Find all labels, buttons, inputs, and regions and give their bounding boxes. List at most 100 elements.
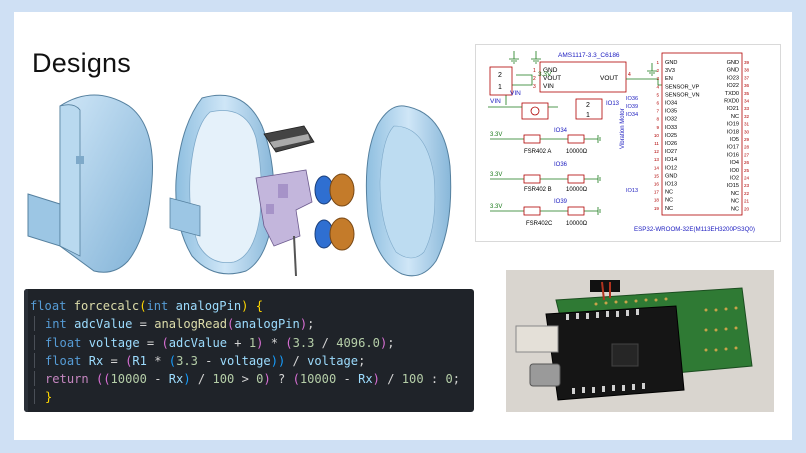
- esp32-module: IO36 IO39 IO34 IO13 GND3V3ENSENSOR_VPSEN…: [626, 52, 755, 233]
- mcu-pin-number: 34: [744, 99, 750, 104]
- svg-text:3.3V: 3.3V: [490, 172, 502, 178]
- mcu-pin-label: IO18: [727, 129, 739, 135]
- mcu-pin-number: 32: [744, 114, 750, 119]
- mcu-pin-number: 17: [654, 190, 660, 195]
- mcu-pin-label: IO2: [730, 176, 739, 182]
- mcu-pin-number: 33: [744, 106, 750, 111]
- mcu-pin-number: 1: [656, 60, 659, 65]
- mcu-pin-label: TXD0: [725, 91, 739, 97]
- mcu-pin-number: 24: [744, 176, 750, 181]
- mcu-pin-label: IO13: [665, 182, 677, 188]
- mcu-pin-number: 20: [744, 206, 750, 211]
- mcu-left-nets: IO36 IO39 IO34 IO13: [626, 96, 638, 194]
- mcu-pin-label: GND: [727, 68, 739, 74]
- svg-text:IO36: IO36: [626, 96, 638, 102]
- svg-text:IO39: IO39: [626, 104, 638, 110]
- svg-text:10000Ω: 10000Ω: [566, 221, 588, 227]
- mcu-pin-number: 35: [744, 91, 750, 96]
- mcu-pin-number: 7: [656, 109, 659, 114]
- code-line-2: int adcValue = analogRead(analogPin);: [45, 317, 315, 332]
- svg-text:3.3V: 3.3V: [490, 204, 502, 210]
- sensor-row-b: 3.3V IO36 FSR402 B 10000Ω: [490, 162, 601, 193]
- mcu-pin-number: 6: [656, 101, 659, 106]
- mcu-pin-label: NC: [731, 114, 739, 120]
- mcu-pin-number: 26: [744, 160, 750, 165]
- mcu-pin-label: IO17: [727, 145, 739, 151]
- mcu-pin-number: 11: [654, 141, 659, 146]
- svg-text:10000Ω: 10000Ω: [566, 187, 588, 193]
- mcu-pin-label: NC: [665, 198, 673, 204]
- mcu-pin-label: 3V3: [665, 68, 675, 74]
- mcu-pin-number: 5: [656, 92, 659, 97]
- svg-text:IO13: IO13: [626, 188, 638, 194]
- code-line-4: float Rx = (R1 * (3.3 - voltage)) / volt…: [45, 353, 366, 368]
- mcu-pin-label: IO16: [727, 152, 739, 158]
- svg-text:IO36: IO36: [554, 162, 568, 168]
- mcu-left-pins: GND3V3ENSENSOR_VPSENSOR_VNIO34IO35IO32IO…: [665, 60, 700, 212]
- svg-text:1: 1: [533, 68, 536, 74]
- vibration-motor-label: Vibration Motor: [620, 108, 626, 149]
- mcu-right-pins: GNDGNDIO23IO22TXD0RXD0IO21NCIO19IO18IO5I…: [724, 60, 739, 212]
- mcu-pin-number: 9: [656, 125, 659, 130]
- svg-text:IO34: IO34: [626, 112, 638, 118]
- vin-label: VIN: [490, 98, 501, 105]
- mcu-pin-number: 21: [744, 199, 750, 204]
- mcu-pin-label: IO5: [730, 137, 739, 143]
- mcu-pin-number: 23: [744, 183, 750, 188]
- code-line-5: return ((10000 - Rx) / 100 > 0) ? (10000…: [45, 372, 461, 387]
- mcu-pin-number: 18: [654, 198, 660, 203]
- code-line-6: }: [45, 390, 53, 405]
- mcu-pin-number: 25: [744, 168, 750, 173]
- svg-text:1: 1: [586, 112, 590, 119]
- svg-text:IO34: IO34: [554, 128, 568, 134]
- mcu-pin-label: SENSOR_VN: [665, 92, 700, 98]
- circuit-schematic: AMS1117-3.3_C6186 GND VOUT VIN VOUT 1 2 …: [475, 44, 781, 242]
- svg-text:3.3V: 3.3V: [538, 71, 552, 78]
- mcu-pin-label: IO14: [665, 157, 677, 163]
- code-line-1: float forcecalc(int analogPin) {: [30, 299, 263, 313]
- mcu-pin-number: 13: [654, 157, 660, 162]
- svg-text:1: 1: [498, 84, 502, 91]
- mcu-pin-label: IO21: [727, 106, 739, 112]
- mcu-pin-number: 14: [654, 165, 660, 170]
- mcu-pin-label: SENSOR_VP: [665, 84, 699, 90]
- mcu-pin-number: 3: [656, 76, 659, 81]
- svg-text:VIN: VIN: [543, 83, 554, 90]
- svg-text:VOUT: VOUT: [600, 75, 618, 82]
- mcu-pin-number: 19: [654, 206, 660, 211]
- mcu-pin-number: 2: [656, 68, 659, 73]
- svg-text:10000Ω: 10000Ω: [566, 149, 588, 155]
- mcu-pin-number: 16: [654, 182, 660, 187]
- mcu-pin-label: IO0: [730, 168, 739, 174]
- svg-text:3: 3: [533, 84, 536, 90]
- mcu-part-label: ESP32-WROOM-32E(M113EH3200PS3Q0): [634, 226, 755, 233]
- mcu-pin-number: 8: [656, 117, 659, 122]
- mcu-pin-number: 39: [744, 60, 750, 65]
- mcu-pin-label: IO27: [665, 149, 677, 155]
- code-line-3: float voltage = (adcValue + 1) * (3.3 / …: [45, 335, 395, 350]
- svg-text:3.3V: 3.3V: [490, 132, 502, 138]
- mcu-pin-label: IO15: [727, 183, 739, 189]
- svg-text:GND: GND: [543, 67, 558, 74]
- mcu-pin-number: 10: [654, 133, 660, 138]
- usb-connector: [515, 325, 559, 353]
- mcu-pin-number: 36: [744, 83, 750, 88]
- cad-renders: [27, 94, 452, 277]
- regulator-part-label: AMS1117-3.3_C6186: [558, 52, 620, 59]
- mcu-pin-number: 12: [654, 149, 660, 154]
- code-gutter: [24, 289, 28, 412]
- slide-title: Designs: [32, 48, 131, 78]
- mcu-pin-number: 4: [656, 84, 659, 89]
- svg-text:FSR402 B: FSR402 B: [524, 187, 552, 193]
- code-snippet: float forcecalc(int analogPin) { int adc…: [24, 289, 474, 412]
- code-text: float forcecalc(int analogPin) { int adc…: [30, 297, 460, 407]
- mcu-pin-number: 31: [744, 122, 750, 127]
- exploded-view-render: [169, 94, 452, 277]
- closed-enclosure-render: [27, 94, 153, 273]
- mcu-pin-label: NC: [665, 206, 673, 212]
- svg-text:2: 2: [586, 102, 590, 109]
- mcu-pin-label: GND: [665, 173, 677, 179]
- sensor-row-c: 3.3V IO39 FSR402C 10000Ω: [490, 199, 601, 227]
